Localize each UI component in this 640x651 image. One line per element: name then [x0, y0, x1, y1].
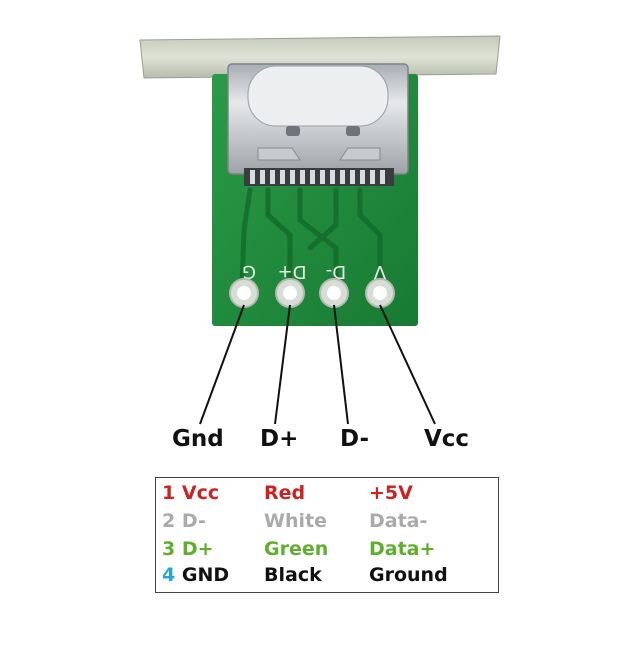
signal: Data- [369, 510, 428, 532]
wire-color: Green [264, 538, 329, 560]
leader-lines [199, 304, 436, 425]
table-row: 3 D+ Green Data+ [156, 538, 498, 565]
wire-color: White [264, 510, 327, 532]
usb-c-connector [227, 63, 409, 186]
pin-number: 4 [162, 564, 176, 586]
table-row: 1 Vcc Red +5V [156, 482, 498, 509]
pin-name: Vcc [181, 482, 220, 504]
pin-name: D+ [181, 538, 214, 560]
leader-dplus [274, 304, 291, 425]
solder-pads [229, 278, 395, 308]
silk-dminus: D- [326, 261, 346, 282]
pin-number: 1 [162, 482, 176, 504]
wire-color: Black [264, 564, 322, 586]
table-row: 2 D- White Data- [156, 510, 498, 537]
table-row: 4 GND Black Ground [156, 564, 498, 591]
silk-v: V [373, 261, 386, 282]
silk-dplus: D+ [278, 261, 307, 282]
signal: Ground [369, 564, 448, 586]
pin-number: 2 [162, 510, 176, 532]
signal: +5V [369, 482, 413, 504]
pin-number: 3 [162, 538, 176, 560]
pin-name: D- [181, 510, 206, 532]
wire-color-legend-table: 1 Vcc Red +5V 2 D- White Data- 3 D+ Gree… [155, 477, 499, 593]
pin-label-dplus: D+ [260, 426, 299, 452]
silk-g: G [242, 261, 256, 282]
pin-name: GND [181, 564, 230, 586]
signal: Data+ [369, 538, 436, 560]
leader-gnd [199, 304, 245, 425]
wire-color: Red [264, 482, 306, 504]
leader-dminus [333, 304, 349, 425]
pin-label-vcc: Vcc [424, 426, 470, 452]
leader-vcc [379, 304, 436, 425]
pin-label-dminus: D- [340, 426, 370, 452]
pin-label-gnd: Gnd [172, 426, 224, 452]
